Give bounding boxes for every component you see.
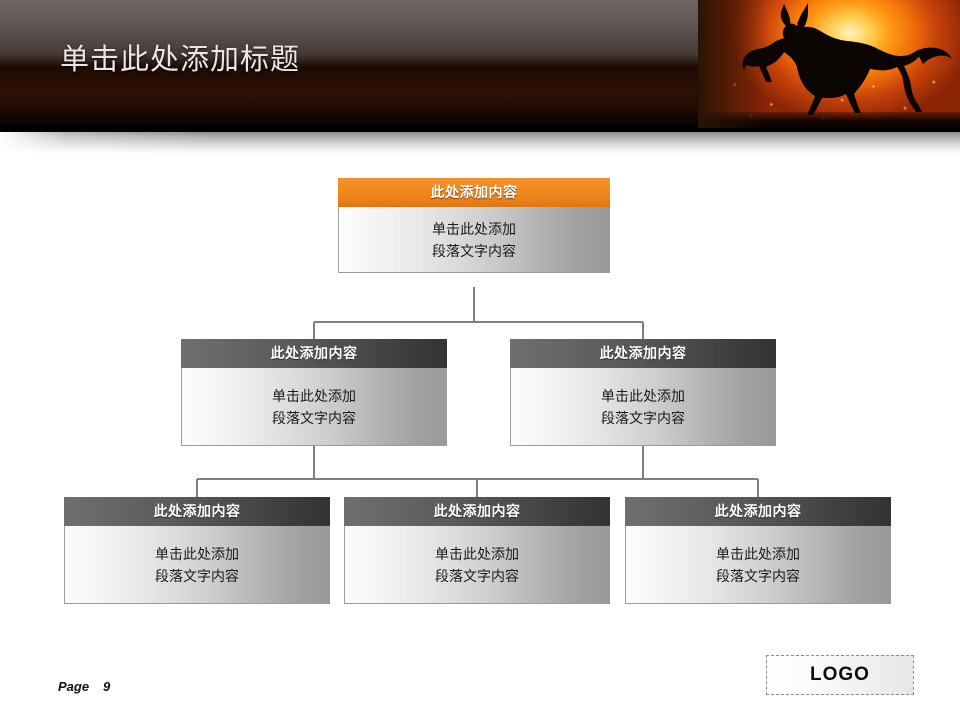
org-node-header[interactable]: 此处添加内容	[510, 339, 776, 368]
horse-silhouette-icon	[742, 3, 952, 115]
org-node-body[interactable]: 单击此处添加 段落文字内容	[510, 368, 776, 446]
org-node-body[interactable]: 单击此处添加 段落文字内容	[64, 526, 330, 604]
page-label: Page	[58, 679, 90, 694]
org-node-l3-2[interactable]: 此处添加内容 单击此处添加 段落文字内容	[625, 497, 891, 604]
org-node-body-line: 段落文字内容	[272, 409, 356, 426]
org-node-header[interactable]: 此处添加内容	[344, 497, 610, 526]
org-node-header[interactable]: 此处添加内容	[338, 178, 610, 207]
org-node-body-line: 单击此处添加	[432, 220, 516, 237]
org-node-header[interactable]: 此处添加内容	[64, 497, 330, 526]
org-node-body-line: 单击此处添加	[155, 545, 239, 562]
org-node-body[interactable]: 单击此处添加 段落文字内容	[181, 368, 447, 446]
org-node-body-line: 单击此处添加	[601, 387, 685, 404]
org-node-header[interactable]: 此处添加内容	[181, 339, 447, 368]
header-drop-shadow-taper	[0, 132, 960, 154]
slide-header-banner: 单击此处添加标题	[0, 0, 960, 128]
logo-placeholder[interactable]: LOGO	[766, 655, 914, 695]
org-node-body-line: 段落文字内容	[432, 242, 516, 259]
org-node-body[interactable]: 单击此处添加 段落文字内容	[625, 526, 891, 604]
org-node-body-line: 单击此处添加	[435, 545, 519, 562]
org-node-l2-0[interactable]: 此处添加内容 单击此处添加 段落文字内容	[181, 339, 447, 446]
header-horse-image	[698, 0, 960, 128]
header-underline	[0, 128, 960, 132]
org-node-body-line: 单击此处添加	[272, 387, 356, 404]
page-number: 9	[103, 679, 111, 694]
org-node-l2-1[interactable]: 此处添加内容 单击此处添加 段落文字内容	[510, 339, 776, 446]
org-node-body[interactable]: 单击此处添加 段落文字内容	[344, 526, 610, 604]
org-node-body[interactable]: 单击此处添加 段落文字内容	[338, 207, 610, 273]
org-node-l3-1[interactable]: 此处添加内容 单击此处添加 段落文字内容	[344, 497, 610, 604]
org-node-root[interactable]: 此处添加内容 单击此处添加 段落文字内容	[338, 178, 610, 273]
logo-text: LOGO	[810, 664, 870, 685]
org-node-l3-0[interactable]: 此处添加内容 单击此处添加 段落文字内容	[64, 497, 330, 604]
org-node-body-line: 段落文字内容	[601, 409, 685, 426]
org-node-header[interactable]: 此处添加内容	[625, 497, 891, 526]
org-node-body-line: 段落文字内容	[435, 567, 519, 584]
page-title: 单击此处添加标题	[60, 42, 301, 76]
org-node-body-line: 段落文字内容	[155, 567, 239, 584]
org-node-body-line: 单击此处添加	[716, 545, 800, 562]
org-node-body-line: 段落文字内容	[716, 567, 800, 584]
